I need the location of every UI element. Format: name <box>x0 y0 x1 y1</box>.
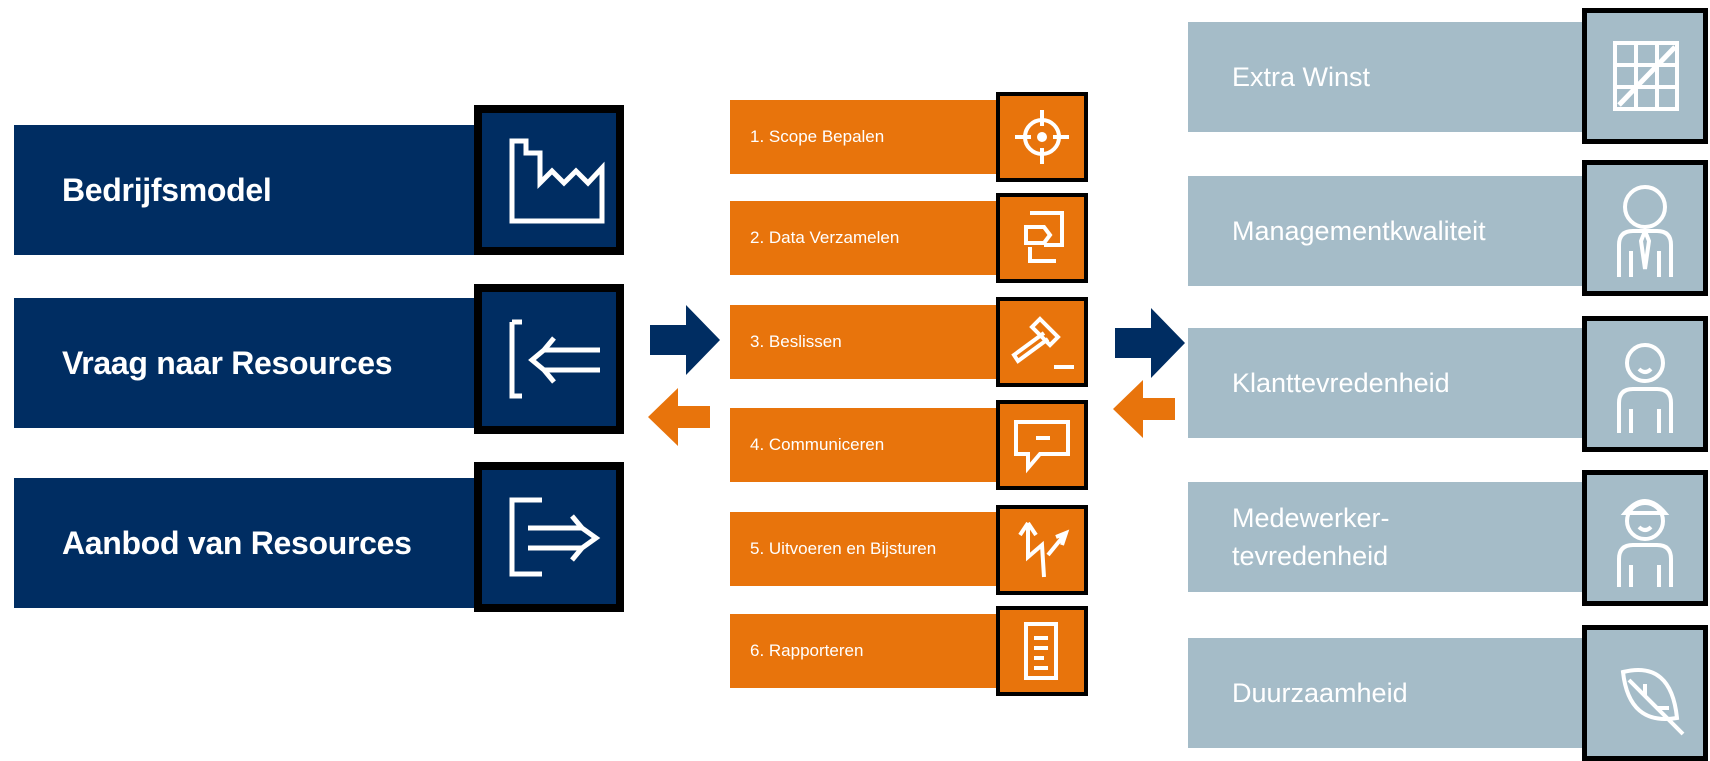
step-label: 4. Communiceren <box>750 435 885 454</box>
forward-arrow-icon <box>650 305 720 375</box>
result-extra-winst: Extra Winst <box>1188 22 1588 132</box>
step-label: 1. Scope Bepalen <box>750 127 885 146</box>
step-label: 3. Beslissen <box>750 332 842 351</box>
growth-chart-icon <box>1582 8 1708 144</box>
input-label: Vraag naar Resources <box>62 344 393 381</box>
result-medewerkertevredenheid: Medewerker- tevredenheid <box>1188 482 1588 592</box>
step-2: 2. Data Verzamelen <box>730 201 1000 275</box>
data-input-icon <box>996 193 1088 283</box>
factory-icon <box>474 105 624 255</box>
leaf-icon <box>1582 625 1708 761</box>
result-label: Duurzaamheid <box>1232 678 1408 708</box>
step-1: 1. Scope Bepalen <box>730 100 1000 174</box>
arrow-in-icon <box>474 284 624 434</box>
document-icon <box>996 606 1088 696</box>
step-6: 6. Rapporteren <box>730 614 1000 688</box>
result-label: Managementkwaliteit <box>1232 216 1486 246</box>
backward-arrow-icon <box>648 388 710 446</box>
result-duurzaamheid: Duurzaamheid <box>1188 638 1588 748</box>
crosshair-icon <box>996 92 1088 182</box>
step-label: 6. Rapporteren <box>750 641 864 660</box>
result-label: Klanttevredenheid <box>1232 368 1450 398</box>
step-5: 5. Uitvoeren en Bijsturen <box>730 512 1000 586</box>
input-label: Bedrijfsmodel <box>62 171 272 208</box>
manager-icon <box>1582 160 1708 296</box>
customer-icon <box>1582 316 1708 452</box>
direction-arrows-icon <box>996 505 1088 595</box>
employee-icon <box>1582 470 1708 606</box>
gavel-icon <box>996 297 1088 387</box>
result-label: Extra Winst <box>1232 62 1371 92</box>
result-klanttevredenheid: Klanttevredenheid <box>1188 328 1588 438</box>
result-label: Medewerker- tevredenheid <box>1232 503 1390 571</box>
speech-bubble-icon <box>996 400 1088 490</box>
backward-arrow-icon <box>1113 380 1175 438</box>
step-4: 4. Communiceren <box>730 408 1000 482</box>
step-label: 5. Uitvoeren en Bijsturen <box>750 539 937 558</box>
result-managementkwaliteit: Managementkwaliteit <box>1188 176 1588 286</box>
forward-arrow-icon <box>1115 308 1185 378</box>
arrow-out-icon <box>474 462 624 612</box>
step-3: 3. Beslissen <box>730 305 1000 379</box>
step-label: 2. Data Verzamelen <box>750 228 900 247</box>
input-label: Aanbod van Resources <box>62 524 412 561</box>
